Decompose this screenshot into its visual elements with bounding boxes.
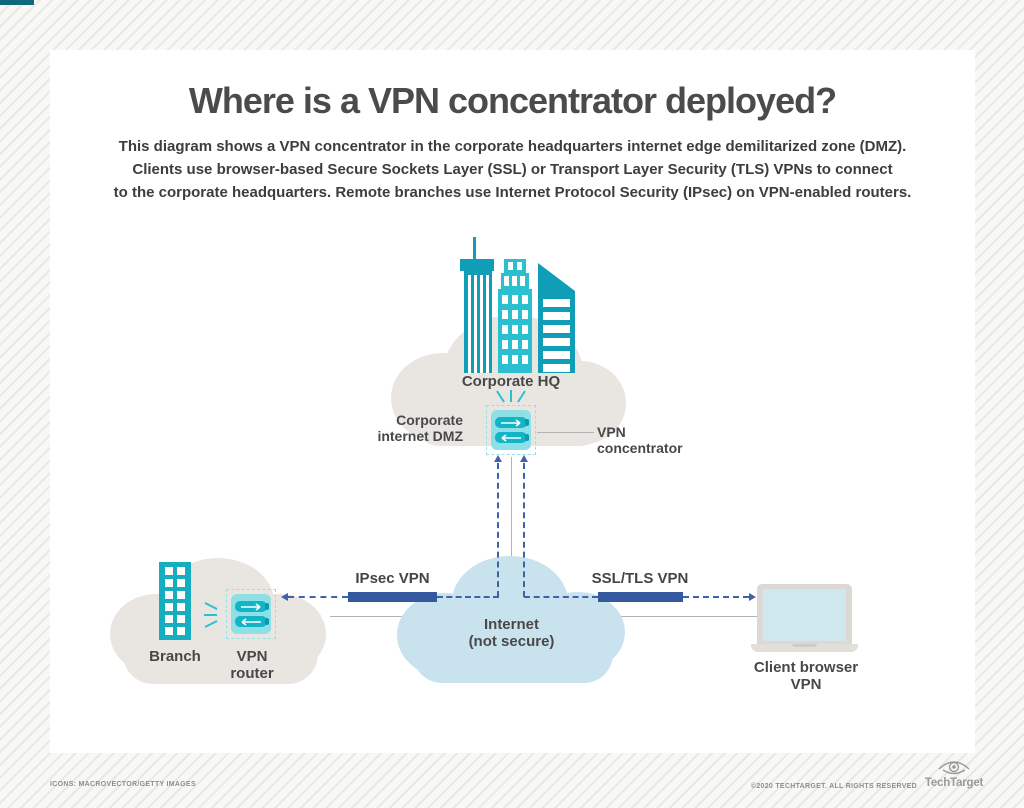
arrow-right-icon xyxy=(241,602,261,611)
client-laptop-icon xyxy=(757,584,852,645)
arrow-left-icon xyxy=(281,593,288,601)
internet-cloud xyxy=(397,556,625,683)
arrow-left-icon xyxy=(241,617,261,626)
router-body xyxy=(231,594,271,634)
page-subtitle: This diagram shows a VPN concentrator in… xyxy=(50,135,975,204)
client-browser-vpn-label: Client browser VPN xyxy=(742,659,870,693)
dmz-label-line: Corporate xyxy=(396,412,463,428)
arrow-up-icon xyxy=(494,455,502,462)
ssl-tls-vpn-bar xyxy=(598,592,683,602)
vpn-tunnel-right-horizontal xyxy=(524,596,598,598)
port-notch xyxy=(265,603,269,610)
vpn-router-label: VPN router xyxy=(204,648,300,682)
internet-label-line: Internet xyxy=(483,616,539,633)
client-label-line: Client browser xyxy=(753,659,859,676)
vpn-concentrator-label-line: VPN xyxy=(597,424,626,440)
arrow-left-icon xyxy=(501,433,521,442)
vpn-router-icon xyxy=(226,589,276,639)
signal-sparks-icon xyxy=(204,602,218,628)
concentrator-port xyxy=(495,417,529,428)
vpn-concentrator-label: VPN concentrator xyxy=(597,424,707,456)
ipsec-vpn-bar xyxy=(348,592,437,602)
techtarget-logo: TechTarget xyxy=(924,758,984,789)
ssl-tls-vpn-label: SSL/TLS VPN xyxy=(591,570,689,587)
ipsec-tunnel-dash xyxy=(288,596,348,598)
dmz-label-line: internet DMZ xyxy=(377,428,463,444)
client-label-line: VPN xyxy=(790,676,822,693)
internet-label: Internet (not secure) xyxy=(420,616,603,650)
branch-building-icon xyxy=(159,562,191,640)
brand-wordmark: TechTarget xyxy=(924,777,984,789)
concentrator-callout-line xyxy=(537,432,594,433)
vpn-tunnel-right-vertical xyxy=(523,463,525,597)
footer-credits: ICONS: MACROVECTOR/GETTY IMAGES xyxy=(50,781,196,788)
vpn-tunnel-left-vertical xyxy=(497,463,499,597)
ssl-tunnel-dash xyxy=(683,596,749,598)
vpn-concentrator-icon xyxy=(486,405,536,455)
vpn-router-label-line: VPN xyxy=(236,648,268,665)
corner-accent xyxy=(0,0,34,5)
vpn-tunnel-left-horizontal xyxy=(437,596,499,598)
router-port xyxy=(235,601,269,612)
ipsec-vpn-label: IPsec VPN xyxy=(355,570,430,587)
laptop-base xyxy=(751,644,858,652)
subtitle-line: to the corporate headquarters. Remote br… xyxy=(113,184,912,201)
subtitle-line: This diagram shows a VPN concentrator in… xyxy=(118,138,907,155)
branch-label: Branch xyxy=(149,648,201,665)
gray-vertical-line xyxy=(511,457,512,617)
corporate-hq-label: Corporate HQ xyxy=(461,373,561,390)
vpn-concentrator-label-line: concentrator xyxy=(597,440,683,456)
internet-label-line: (not secure) xyxy=(468,633,555,650)
port-notch xyxy=(525,419,529,426)
concentrator-body xyxy=(491,410,531,450)
concentrator-port xyxy=(495,432,529,443)
eye-icon xyxy=(938,761,970,775)
port-notch xyxy=(265,618,269,625)
arrow-up-icon xyxy=(520,455,528,462)
vpn-router-label-line: router xyxy=(230,665,274,682)
dmz-label: Corporate internet DMZ xyxy=(360,412,463,444)
laptop-screen xyxy=(763,589,846,641)
footer-copyright: ©2020 TECHTARGET. ALL RIGHTS RESERVED xyxy=(750,783,917,790)
page-title: Where is a VPN concentrator deployed? xyxy=(188,80,837,121)
signal-sparks-icon xyxy=(496,390,526,403)
router-port xyxy=(235,616,269,627)
corporate-hq-buildings-icon xyxy=(460,237,575,373)
laptop-notch xyxy=(792,644,817,647)
arrow-right-icon xyxy=(749,593,756,601)
arrow-right-icon xyxy=(501,418,521,427)
port-notch xyxy=(525,434,529,441)
subtitle-line: Clients use browser-based Secure Sockets… xyxy=(132,161,893,178)
